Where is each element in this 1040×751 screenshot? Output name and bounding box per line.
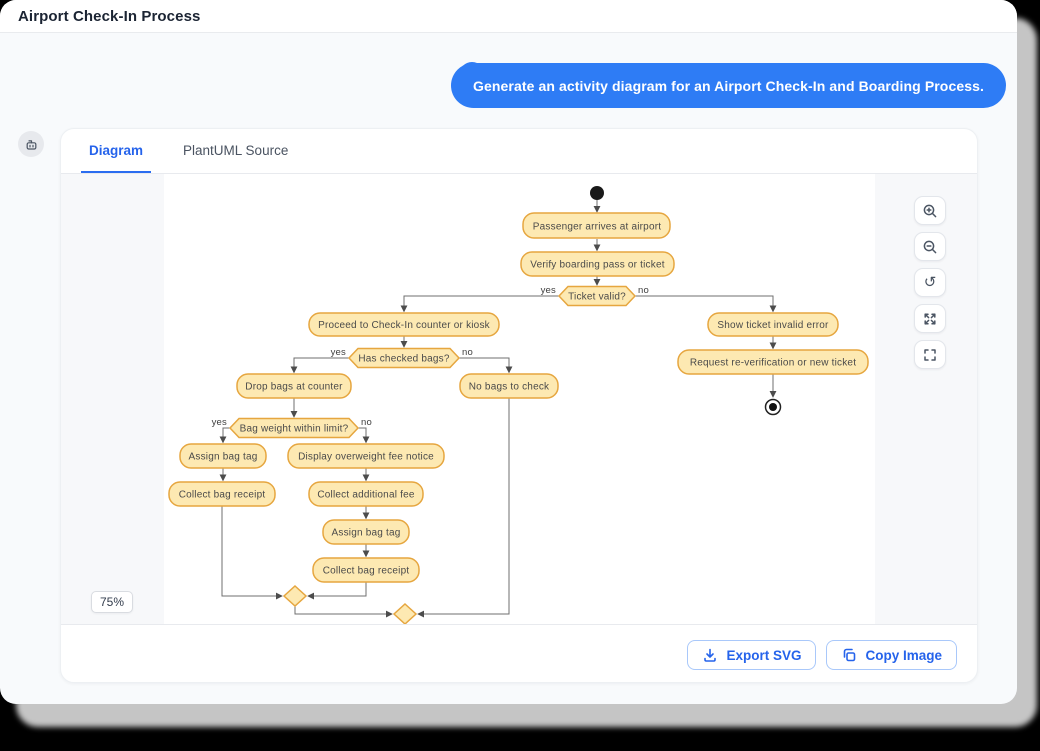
decision-has-bags: Has checked bags? yes no	[331, 347, 473, 369]
card-footer: Export SVG Copy Image	[61, 625, 977, 682]
node-arrive: Passenger arrives at airport	[522, 212, 671, 239]
title-bar: Airport Check-In Process	[0, 0, 1017, 33]
zoom-out-icon	[922, 239, 938, 255]
app-window: Airport Check-In Process Generate an act…	[0, 0, 1017, 704]
svg-text:yes: yes	[212, 417, 227, 428]
export-svg-button[interactable]: Export SVG	[687, 640, 817, 670]
node-proceed: Proceed to Check-In counter or kiosk	[308, 312, 500, 337]
node-collect-fee: Collect additional fee	[308, 481, 424, 507]
merge-diamond-1	[282, 584, 308, 608]
fit-view-icon	[922, 347, 938, 363]
reset-icon: ↺	[923, 273, 937, 291]
svg-text:Collect additional fee: Collect additional fee	[317, 490, 414, 501]
tab-bar: Diagram PlantUML Source	[61, 129, 977, 174]
svg-text:yes: yes	[331, 347, 346, 358]
svg-text:No bags to check: No bags to check	[469, 382, 550, 393]
tab-plantuml-source[interactable]: PlantUML Source	[183, 142, 289, 158]
fit-view-button[interactable]	[914, 340, 946, 369]
diagram-edges	[219, 200, 777, 618]
expand-icon	[922, 311, 938, 327]
diagram-card: Diagram PlantUML Source	[60, 128, 978, 683]
export-svg-label: Export SVG	[726, 647, 802, 663]
svg-text:no: no	[361, 417, 372, 428]
svg-text:Has checked bags?: Has checked bags?	[358, 354, 449, 365]
expand-button[interactable]	[914, 304, 946, 333]
svg-text:Drop bags at counter: Drop bags at counter	[245, 382, 343, 393]
node-collect-receipt-2: Collect bag receipt	[312, 557, 420, 583]
page-title: Airport Check-In Process	[18, 7, 201, 25]
decision-bag-weight: Bag weight within limit? yes no	[212, 417, 372, 439]
end-node	[764, 398, 782, 416]
activity-diagram: Passenger arrives at airport Verify boar…	[168, 186, 869, 624]
svg-text:Passenger arrives at airport: Passenger arrives at airport	[533, 222, 661, 233]
copy-image-label: Copy Image	[865, 647, 942, 663]
download-icon	[702, 647, 718, 663]
zoom-in-button[interactable]	[914, 196, 946, 225]
svg-text:Collect bag receipt: Collect bag receipt	[179, 490, 266, 501]
merge-diamond-2	[392, 602, 418, 624]
zoom-in-icon	[922, 203, 938, 219]
svg-text:yes: yes	[541, 285, 556, 296]
copy-icon	[841, 647, 857, 663]
reset-view-button[interactable]: ↺	[914, 268, 946, 297]
node-invalid-error: Show ticket invalid error	[707, 312, 839, 337]
svg-text:Bag weight within limit?: Bag weight within limit?	[240, 424, 349, 435]
node-drop-bags: Drop bags at counter	[236, 373, 352, 399]
svg-text:Assign bag tag: Assign bag tag	[332, 528, 401, 539]
svg-text:no: no	[638, 285, 649, 296]
bot-avatar	[18, 131, 44, 157]
diagram-canvas: Passenger arrives at airport Verify boar…	[164, 174, 875, 624]
svg-text:Assign bag tag: Assign bag tag	[189, 452, 258, 463]
svg-text:no: no	[462, 347, 473, 358]
decision-ticket-valid: Ticket valid? yes no	[541, 285, 649, 307]
zoom-level-badge: 75%	[91, 591, 134, 613]
svg-text:Show ticket invalid error: Show ticket invalid error	[717, 320, 829, 331]
node-assign-tag-2: Assign bag tag	[322, 519, 410, 545]
diagram-viewport[interactable]: Passenger arrives at airport Verify boar…	[61, 174, 977, 625]
zoom-out-button[interactable]	[914, 232, 946, 261]
start-node	[590, 186, 604, 200]
user-message: Generate an activity diagram for an Airp…	[450, 63, 1006, 108]
robot-icon	[24, 137, 39, 152]
svg-text:Collect bag receipt: Collect bag receipt	[323, 566, 410, 577]
svg-text:Ticket valid?: Ticket valid?	[568, 292, 626, 303]
node-overweight-notice: Display overweight fee notice	[287, 443, 445, 469]
node-collect-receipt-1: Collect bag receipt	[168, 481, 276, 507]
copy-image-button[interactable]: Copy Image	[826, 640, 957, 670]
node-no-bags: No bags to check	[459, 373, 559, 399]
svg-text:Verify boarding pass or ticket: Verify boarding pass or ticket	[530, 260, 664, 271]
svg-text:Proceed to Check-In counter or: Proceed to Check-In counter or kiosk	[318, 320, 491, 331]
svg-text:Request re-verification or new: Request re-verification or new ticket	[690, 358, 856, 369]
tab-diagram[interactable]: Diagram	[81, 129, 152, 173]
node-verify: Verify boarding pass or ticket	[520, 251, 675, 277]
svg-text:Display overweight fee notice: Display overweight fee notice	[298, 452, 434, 463]
node-assign-tag-1: Assign bag tag	[179, 443, 267, 469]
node-request-reverify: Request re-verification or new ticket	[677, 349, 869, 375]
